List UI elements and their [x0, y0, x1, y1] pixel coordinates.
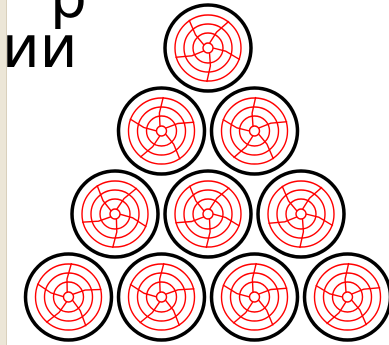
- log-outline: [165, 171, 251, 257]
- log: [165, 5, 251, 91]
- log-pile: [26, 5, 389, 340]
- log-outline: [72, 171, 158, 257]
- log: [212, 254, 298, 340]
- log-outline: [119, 254, 205, 340]
- log: [119, 88, 205, 174]
- log: [258, 171, 344, 257]
- log: [26, 254, 112, 340]
- log-outline: [305, 254, 389, 340]
- log: [305, 254, 389, 340]
- log: [72, 171, 158, 257]
- log-outline: [212, 254, 298, 340]
- log: [212, 88, 298, 174]
- log-outline: [119, 88, 205, 174]
- log-outline: [26, 254, 112, 340]
- log: [165, 171, 251, 257]
- log: [119, 254, 205, 340]
